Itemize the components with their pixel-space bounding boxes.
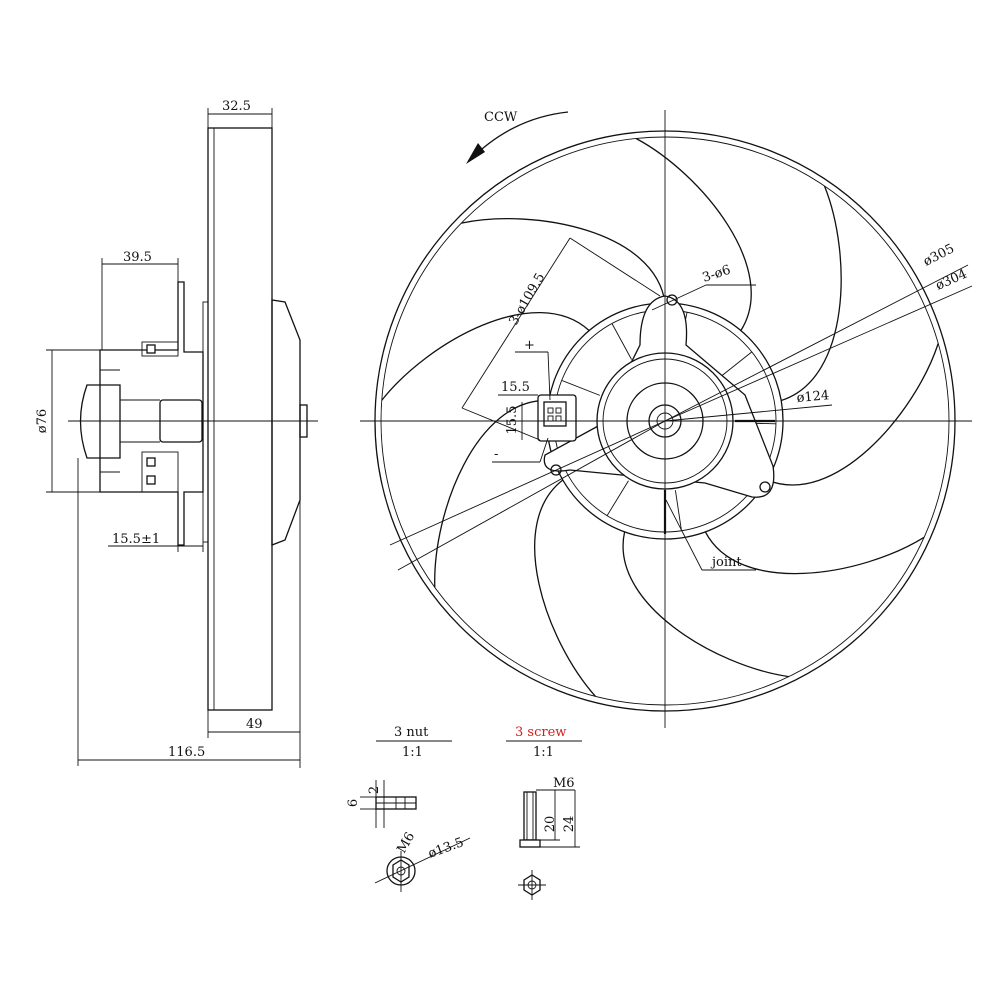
screw-shank [523,791,537,841]
dim-15-5: 15.5±1 [112,532,160,547]
dim-hole-3-6: 3-ø6 [701,263,733,286]
dim-32-5: 32.5 [222,99,251,114]
dim-pcd: 3-ø109.5 [506,271,548,328]
nut-scale: 1:1 [402,745,423,760]
polarity-plus: + [524,338,535,353]
nut-height-2: 2 [367,786,382,794]
blade-edge [434,399,549,588]
connector-plug-side [79,384,121,459]
hub-spoke [611,323,632,360]
blade-edge [635,137,752,331]
joint-label: joint [710,555,742,570]
screw-head [519,839,541,848]
ccw-arrowhead [466,143,485,164]
ccw-label: CCW [484,110,518,125]
side-view: 32.5 39.5 ø76 15.5±1 49 116.5 [35,99,318,768]
blade-edge [781,185,842,402]
polarity-minus: - [494,447,498,462]
fan-blades [381,137,939,697]
hub-housing-side [271,299,301,546]
blade-edge [461,218,666,304]
mount-hole-1 [666,294,678,306]
hub-spoke [674,490,682,531]
dim-connector-height: 15.5 [505,406,520,435]
nut-detail: 3 nut 1:1 6 2 M6 ø13.5 [346,725,471,892]
nut-thread: M6 [394,830,418,856]
hub-spoke [606,480,629,516]
dim-dia-305: ø305 [921,241,957,269]
mount-hole-2 [759,481,771,493]
screw-length-20: 20 [543,816,558,833]
blade-edge [534,479,596,697]
hub-spoke [719,351,753,378]
nut-height-6: 6 [346,799,361,807]
screw-length-24: 24 [562,816,577,833]
dim-116-5: 116.5 [168,745,205,760]
screw-thread: M6 [553,776,575,791]
blade-edge [622,531,789,678]
screw-scale: 1:1 [533,745,554,760]
nut-dia: ø13.5 [426,835,466,862]
front-view: CCW ø305 ø304 ø124 3-ø6 3-ø109.5 + - 15.… [360,110,973,728]
blade-edge [704,531,925,575]
screw-title: 3 screw [515,725,566,740]
dim-dia-124: ø124 [796,388,830,406]
blade-disc-side [207,127,273,711]
dim-49: 49 [246,717,263,732]
hub-spoke [561,379,601,396]
blade-edge [381,312,590,401]
dim-connector-width: 15.5 [501,380,530,395]
motor-body-side [99,281,204,546]
mount-hole-3 [550,464,562,476]
dim-39-5: 39.5 [123,250,152,265]
nut-title: 3 nut [394,725,429,740]
screw-detail: 3 screw 1:1 20 24 M6 [506,725,582,900]
blade-edge [766,343,939,486]
dim-dia-76: ø76 [35,409,50,433]
